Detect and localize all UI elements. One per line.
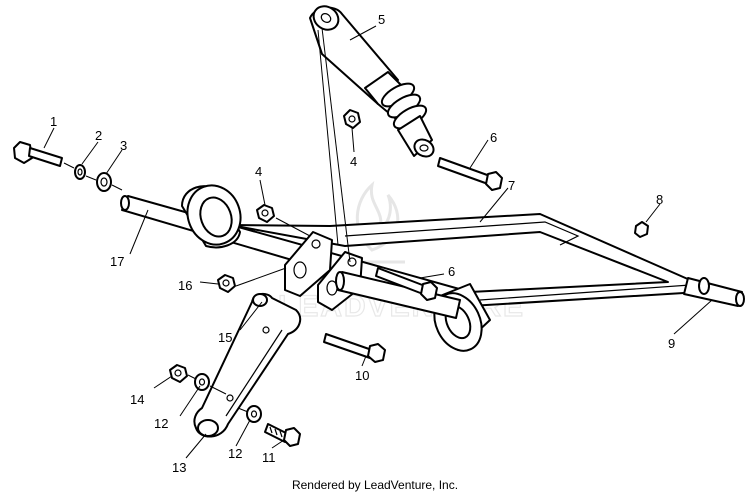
pivot-shaft-right: [683, 277, 745, 307]
nut-16-axis-line: [235, 267, 287, 287]
callout-leaders: [43, 25, 713, 459]
link-arm-13: [193, 292, 302, 438]
bolt-6-lower: [375, 267, 438, 301]
nut-4-lower: [256, 204, 275, 223]
callout-10: 10: [355, 368, 369, 383]
callout-3: 3: [120, 138, 127, 153]
callout-11: 11: [262, 450, 276, 465]
bolt-axis-line: [63, 162, 123, 191]
washer-12-lower: [246, 405, 262, 423]
washer-3: [96, 172, 112, 192]
callout-4-lower: 4: [255, 164, 262, 179]
callout-4-upper: 4: [350, 154, 357, 169]
callout-17: 17: [110, 254, 124, 269]
bolt-11: [264, 423, 301, 447]
callout-9: 9: [668, 336, 675, 351]
shaft-bushing-left: [181, 184, 242, 249]
nut-16: [217, 274, 236, 293]
washer-12-upper: [194, 373, 210, 391]
callout-numbers: 1 2 3 4 4 5 6 6 7 8 9 10 11 12 12 13 14 …: [50, 12, 675, 475]
shock-mount-line: [317, 29, 339, 246]
link-hardware-axis-line: [187, 374, 249, 413]
callout-2: 2: [95, 128, 102, 143]
washer-2: [74, 164, 86, 180]
shock-mount-line-2: [321, 27, 351, 263]
nut-axis-line: [275, 217, 311, 237]
bolt-10: [323, 333, 386, 363]
callout-6-lower: 6: [448, 264, 455, 279]
callout-6-upper: 6: [490, 130, 497, 145]
callout-12-lower: 12: [228, 446, 242, 461]
callout-16: 16: [178, 278, 192, 293]
render-credit: Rendered by LeadVenture, Inc.: [291, 478, 459, 492]
callout-5: 5: [378, 12, 385, 27]
callout-8: 8: [656, 192, 663, 207]
callout-13: 13: [172, 460, 186, 475]
callout-1: 1: [50, 114, 57, 129]
nut-4-upper: [343, 109, 361, 129]
callout-14: 14: [130, 392, 144, 407]
bolt-6-upper: [437, 157, 503, 191]
nut-14: [169, 364, 188, 383]
callout-12-upper: 12: [154, 416, 168, 431]
callout-7: 7: [508, 178, 515, 193]
shock-absorber: [309, 5, 435, 158]
bolt-1: [13, 141, 63, 167]
callout-15: 15: [218, 330, 232, 345]
grease-fitting-8: [634, 221, 649, 238]
